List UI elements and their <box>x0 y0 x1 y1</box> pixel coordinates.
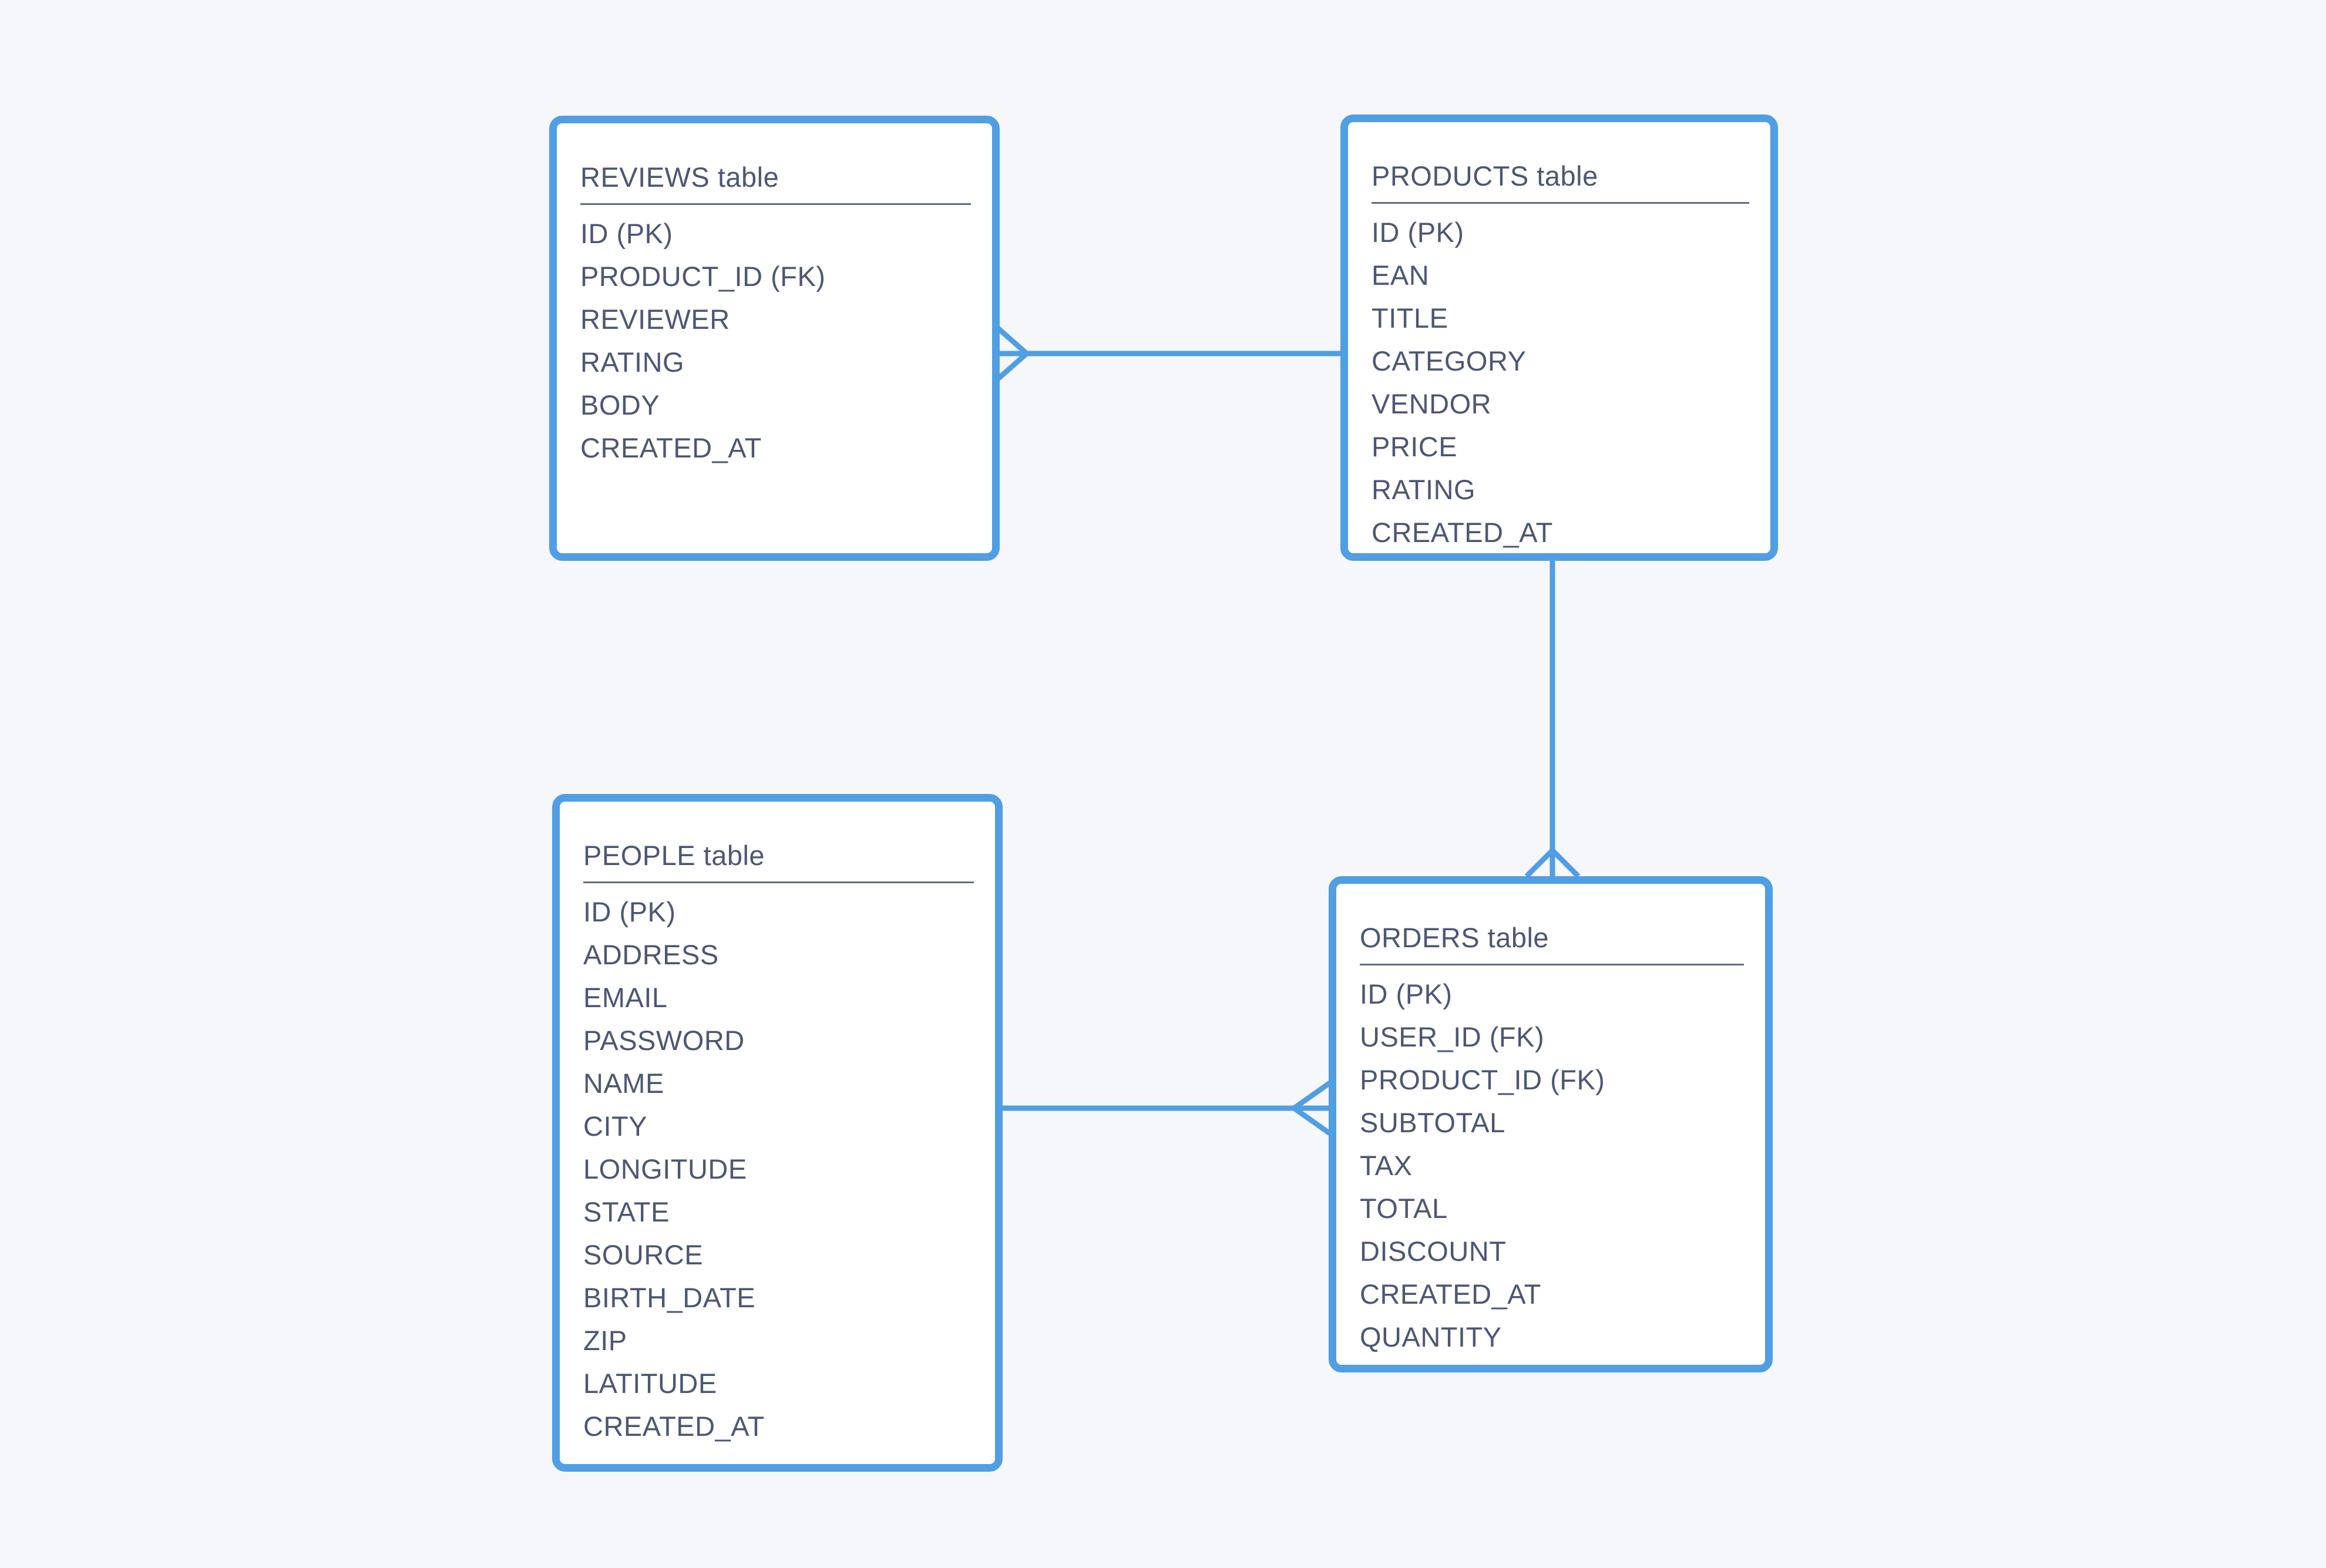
table-field: EMAIL <box>583 982 668 1013</box>
table-field: PRICE <box>1372 431 1458 462</box>
table-field: PRODUCT_ID (FK) <box>1360 1064 1605 1095</box>
table-field: EAN <box>1372 260 1430 291</box>
table-field: PASSWORD <box>583 1025 745 1056</box>
field-list-orders: ID (PK) USER_ID (FK) PRODUCT_ID (FK) SUBTOT… <box>1360 973 1744 1358</box>
relationship-people-orders <box>1000 1081 1332 1136</box>
table-field: CREATED_AT <box>1360 1278 1541 1310</box>
table-field: VENDOR <box>1372 388 1492 419</box>
table-field: CREATED_AT <box>580 432 762 463</box>
table-field: RATING <box>580 346 685 378</box>
table-field: SOURCE <box>583 1239 704 1270</box>
table-box-products[interactable]: PRODUCTS table ID (PK) EAN TITLE CATEGORY VE… <box>1340 115 1778 561</box>
table-field: TITLE <box>1372 302 1448 334</box>
table-field: STATE <box>583 1196 670 1227</box>
table-field: CREATED_AT <box>1372 517 1553 548</box>
table-field: DISCOUNT <box>1360 1236 1507 1267</box>
field-list-products: ID (PK) EAN TITLE CATEGORY VENDOR PRICE RATING… <box>1372 211 1749 554</box>
table-title-reviews: REVIEWS table <box>580 161 971 205</box>
table-title-products: PRODUCTS table <box>1372 160 1749 204</box>
table-field: ID (PK) <box>1360 978 1453 1010</box>
table-field: SUBTOTAL <box>1360 1107 1505 1138</box>
table-box-reviews[interactable]: REVIEWS table ID (PK) PRODUCT_ID (FK) REVI… <box>549 116 1000 561</box>
table-field: REVIEWER <box>580 304 730 335</box>
table-field: NAME <box>583 1068 664 1099</box>
table-field: CREATED_AT <box>583 1411 765 1442</box>
table-field: BODY <box>580 389 660 420</box>
table-field: QUANTITY <box>1360 1321 1502 1352</box>
table-box-people[interactable]: PEOPLE table ID (PK) ADDRESS EMAIL PASSWORD… <box>552 794 1003 1472</box>
table-field: USER_ID (FK) <box>1360 1021 1545 1052</box>
table-field: ADDRESS <box>583 939 719 970</box>
table-field: LONGITUDE <box>583 1153 747 1185</box>
table-field: ZIP <box>583 1325 627 1356</box>
table-field: BIRTH_DATE <box>583 1282 756 1313</box>
table-field: TOTAL <box>1360 1193 1448 1224</box>
table-title-orders: ORDERS table <box>1360 921 1744 965</box>
table-field: ID (PK) <box>580 218 673 249</box>
table-field: CATEGORY <box>1372 345 1527 376</box>
table-field: ID (PK) <box>1372 217 1464 248</box>
table-field: ID (PK) <box>583 896 676 927</box>
table-field: PRODUCT_ID (FK) <box>580 261 826 292</box>
field-list-people: ID (PK) ADDRESS EMAIL PASSWORD NAME CITY LONGI… <box>583 890 974 1448</box>
table-field: RATING <box>1372 474 1476 505</box>
field-list-reviews: ID (PK) PRODUCT_ID (FK) REVIEWER RATING BODY… <box>580 212 971 469</box>
table-field: CITY <box>583 1111 648 1142</box>
table-title-people: PEOPLE table <box>583 839 974 883</box>
table-box-orders[interactable]: ORDERS table ID (PK) USER_ID (FK) PRODUCT_… <box>1329 876 1773 1372</box>
table-field: LATITUDE <box>583 1368 717 1399</box>
table-field: TAX <box>1360 1150 1413 1181</box>
relationship-products-reviews <box>996 325 1343 382</box>
relationship-products-orders <box>1524 558 1581 879</box>
